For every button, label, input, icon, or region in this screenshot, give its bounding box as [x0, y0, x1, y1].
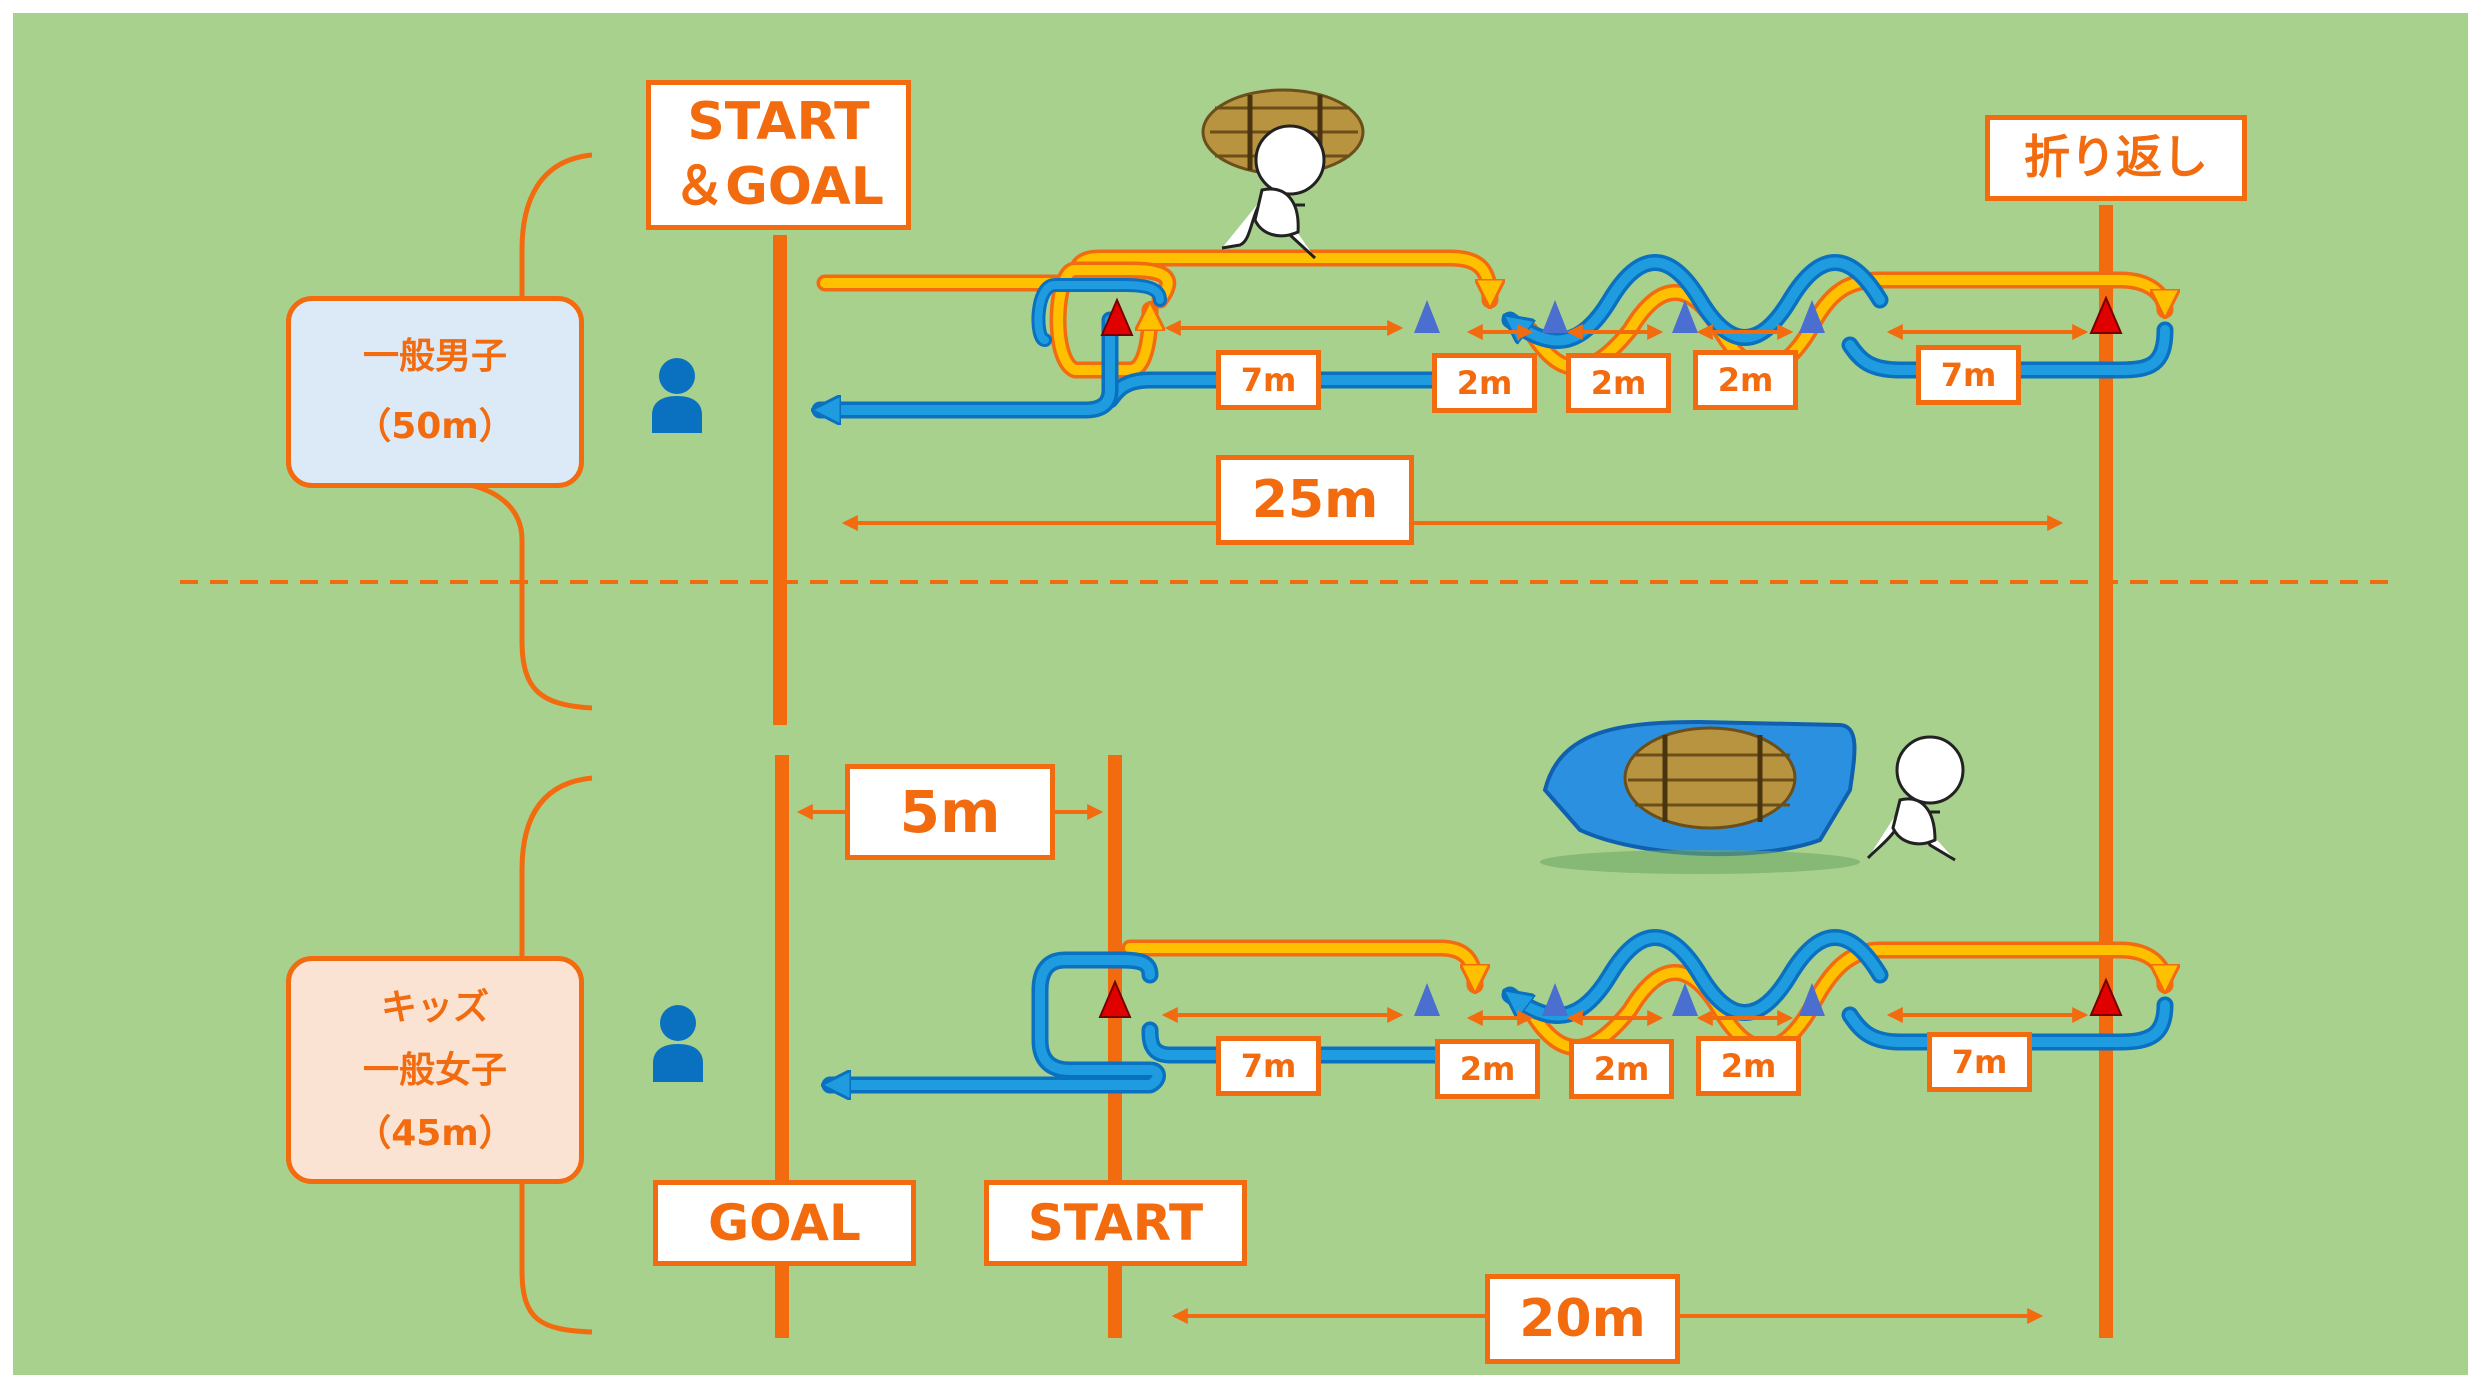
- upper-segment-label: 7m: [1916, 345, 2021, 405]
- lower-segment-label: 2m: [1569, 1039, 1674, 1099]
- person-icon: [652, 358, 702, 433]
- runner-icon: [1866, 735, 1965, 862]
- cone-marker: [1799, 300, 1825, 333]
- lower-markers: [1098, 977, 2123, 1018]
- lower-total-label: 20m: [1485, 1274, 1680, 1364]
- turn-marker: [2089, 977, 2123, 1016]
- lower-segment-label: 7m: [1216, 1036, 1321, 1096]
- runner-icon: [1221, 124, 1326, 260]
- start-goal-sign-line2: ＆GOAL: [673, 157, 884, 217]
- upper-category-box: 一般男子 （50m）: [286, 296, 584, 488]
- lower-category-box: キッズ 一般女子 （45m）: [286, 956, 584, 1184]
- start-goal-sign-line1: START: [687, 92, 870, 152]
- turnaround-sign: 折り返し: [1985, 115, 2247, 201]
- cone-marker: [1672, 300, 1698, 333]
- lower-segment-label: 2m: [1435, 1039, 1540, 1099]
- turn-marker: [2089, 295, 2123, 334]
- lower-category-line2: 一般女子: [362, 1049, 507, 1091]
- upper-markers: [1100, 295, 2123, 336]
- lower-category-line1: キッズ: [380, 986, 489, 1028]
- cone-marker: [1414, 983, 1440, 1016]
- cone-marker: [1542, 983, 1568, 1016]
- upper-route-back: [820, 254, 2174, 411]
- cone-marker: [1414, 300, 1440, 333]
- upper-total-label: 25m: [1216, 455, 1414, 545]
- lower-segment-label: 7m: [1927, 1032, 2032, 1092]
- cone-marker: [1672, 983, 1698, 1016]
- upper-segment-arrows: [841, 320, 2089, 531]
- upper-segment-label: 7m: [1216, 350, 1321, 410]
- goal-sign-label: GOAL: [708, 1193, 861, 1252]
- lower-segment-label: 2m: [1696, 1036, 1801, 1096]
- person-icon: [653, 1005, 703, 1082]
- upper-segment-label: 2m: [1432, 353, 1537, 413]
- lower-route-back: [830, 929, 2174, 1086]
- turn-marker: [1098, 979, 1132, 1018]
- upper-category-distance: （50m）: [355, 406, 515, 447]
- lower-category-distance: （45m）: [355, 1112, 515, 1154]
- lower-offset-label: 5m: [845, 764, 1055, 860]
- start-sign-label: START: [1027, 1193, 1204, 1252]
- goal-sign: GOAL: [653, 1180, 916, 1266]
- rice-bale-icon: [1623, 726, 1797, 830]
- start-sign: START: [984, 1180, 1247, 1266]
- cone-marker: [1799, 983, 1825, 1016]
- upper-category-name: 一般男子: [362, 335, 507, 377]
- turn-marker: [1100, 297, 1134, 336]
- cone-marker: [1542, 300, 1568, 333]
- start-goal-sign: START ＆GOAL: [646, 80, 911, 230]
- upper-segment-label: 2m: [1693, 350, 1798, 410]
- turnaround-sign-label: 折り返し: [2024, 130, 2208, 185]
- upper-segment-label: 2m: [1566, 353, 1671, 413]
